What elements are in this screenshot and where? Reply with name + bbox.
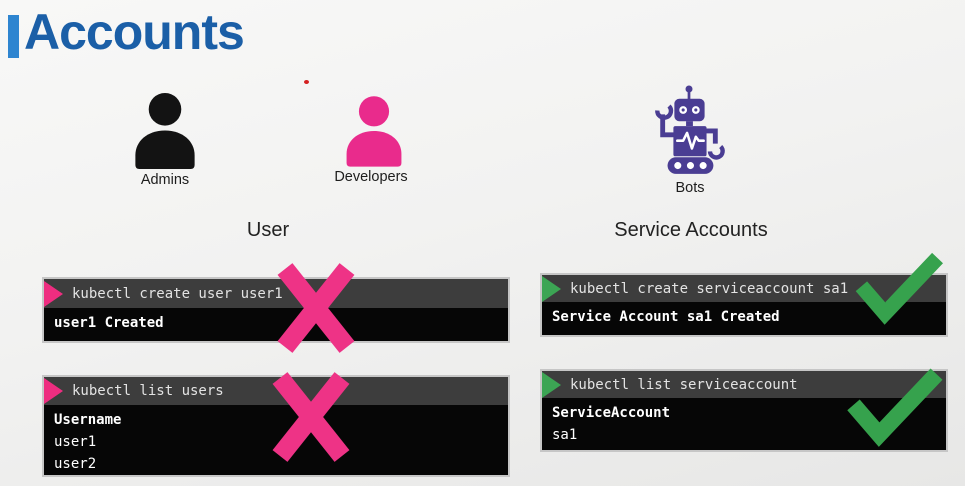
fail-x-mark-icon — [276, 262, 356, 354]
terminal-header: kubectl create user user1 — [44, 279, 508, 308]
terminal-output: Username user1 user2 — [44, 405, 508, 475]
output-line: user1 Created — [54, 315, 164, 331]
output-line: sa1 — [552, 427, 578, 443]
developers-label: Developers — [334, 169, 408, 185]
output-line: user2 — [54, 456, 97, 472]
terminal-command: kubectl create user user1 — [72, 285, 283, 302]
terminal-output: user1 Created — [44, 308, 508, 341]
prompt-arrow-icon — [44, 378, 63, 404]
title-accent-bar — [8, 15, 19, 58]
fail-x-mark-icon — [266, 371, 356, 463]
terminal-create-user: kubectl create user user1 user1 Created — [42, 277, 510, 343]
output-line: user1 — [54, 434, 97, 450]
success-check-mark-icon — [843, 368, 946, 450]
section-title-user: User — [246, 219, 290, 241]
bots-robot-icon — [650, 84, 728, 174]
output-line: Username — [54, 412, 122, 428]
bots-label: Bots — [675, 180, 705, 196]
section-title-service-accounts: Service Accounts — [614, 219, 768, 241]
terminal-command: kubectl create serviceaccount sa1 — [570, 280, 849, 297]
output-line: ServiceAccount — [552, 405, 671, 421]
output-line: Service Account sa1 Created — [552, 309, 780, 325]
terminal-command: kubectl list users — [72, 383, 224, 399]
admins-person-icon — [130, 92, 200, 169]
terminal-command: kubectl list serviceaccount — [570, 376, 798, 393]
prompt-arrow-icon — [44, 280, 63, 307]
terminal-header: kubectl list serviceaccount — [542, 371, 946, 398]
prompt-arrow-icon — [542, 371, 561, 398]
pointer-dot — [304, 80, 309, 84]
developers-person-icon — [342, 94, 406, 168]
prompt-arrow-icon — [542, 275, 561, 302]
admins-label: Admins — [140, 172, 190, 188]
page-title: Accounts — [24, 4, 245, 60]
success-check-mark-icon — [852, 250, 946, 330]
